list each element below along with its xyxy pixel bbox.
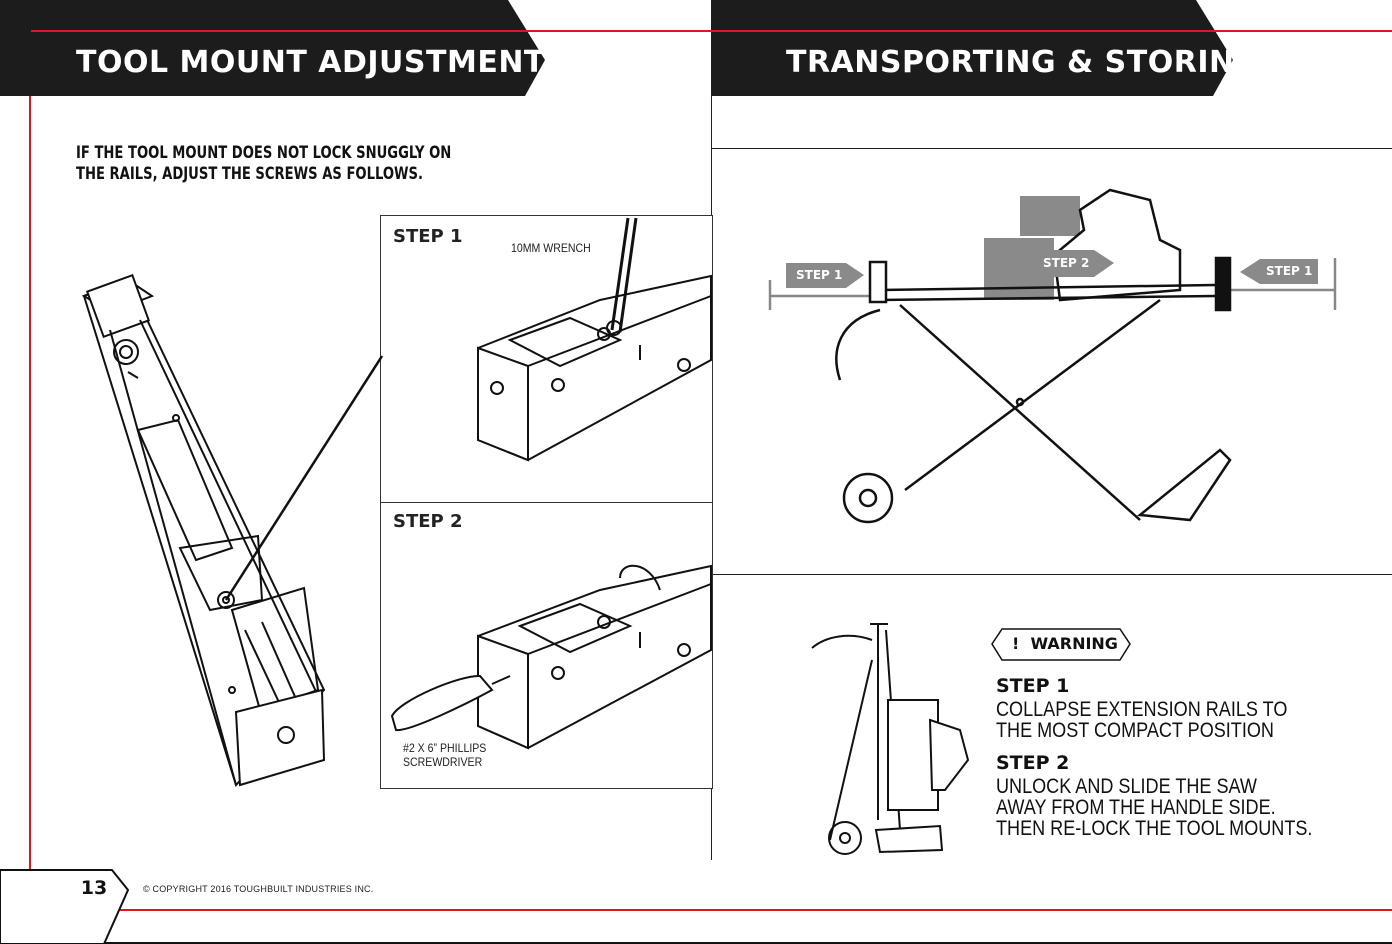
right-step1-label: STEP 1 xyxy=(996,675,1070,697)
red-frame-left xyxy=(29,30,31,910)
page-number: 13 xyxy=(80,877,108,899)
copyright-notice: © COPYRIGHT 2016 TOUGHBUILT INDUSTRIES I… xyxy=(143,884,374,894)
screwdriver-label-line2: SCREWDRIVER xyxy=(403,755,483,769)
right-step1-line1: COLLAPSE EXTENSION RAILS TO xyxy=(996,698,1288,721)
arrow-label-step1-right: STEP 1 xyxy=(1266,264,1313,278)
arrow-step2 xyxy=(1036,250,1114,277)
right-extension-gray xyxy=(1215,258,1337,310)
right-step2-line1: UNLOCK AND SLIDE THE SAW xyxy=(996,775,1257,798)
arrow-step1-right xyxy=(1240,259,1318,284)
intro-text: IF THE TOOL MOUNT DOES NOT LOCK SNUGGLY … xyxy=(76,143,451,185)
right-divider-middle xyxy=(711,574,1392,575)
right-step2-text: UNLOCK AND SLIDE THE SAW AWAY FROM THE H… xyxy=(996,776,1312,839)
right-divider-top xyxy=(711,148,1392,149)
red-frame-bottom xyxy=(29,909,1392,911)
step2-label: STEP 2 xyxy=(393,511,463,532)
left-extension-gray xyxy=(768,280,880,310)
right-step2-label: STEP 2 xyxy=(996,752,1070,774)
right-title: TRANSPORTING & STORING xyxy=(786,45,1260,80)
arrow-label-step2: STEP 2 xyxy=(1043,256,1090,270)
arrow-step1-left xyxy=(786,263,864,288)
arrow-label-step1-left: STEP 1 xyxy=(796,268,843,282)
wrench-label: 10MM WRENCH xyxy=(511,241,591,255)
warning-badge: ! WARNING xyxy=(1012,634,1118,653)
right-step1-line2: THE MOST COMPACT POSITION xyxy=(996,719,1274,742)
right-step2-line2: AWAY FROM THE HANDLE SIDE. xyxy=(996,796,1276,819)
intro-line-1: IF THE TOOL MOUNT DOES NOT LOCK SNUGGLY … xyxy=(76,143,452,163)
right-step1-text: COLLAPSE EXTENSION RAILS TO THE MOST COM… xyxy=(996,699,1287,741)
intro-line-2: THE RAILS, ADJUST THE SCREWS AS FOLLOWS. xyxy=(76,164,424,184)
screwdriver-label-line1: #2 X 6” PHILLIPS xyxy=(403,741,487,755)
step1-label: STEP 1 xyxy=(393,226,463,247)
screwdriver-label: #2 X 6” PHILLIPS SCREWDRIVER xyxy=(403,741,486,769)
right-step2-line3: THEN RE-LOCK THE TOOL MOUNTS. xyxy=(996,817,1313,840)
left-title: TOOL MOUNT ADJUSTMENT xyxy=(76,45,545,80)
